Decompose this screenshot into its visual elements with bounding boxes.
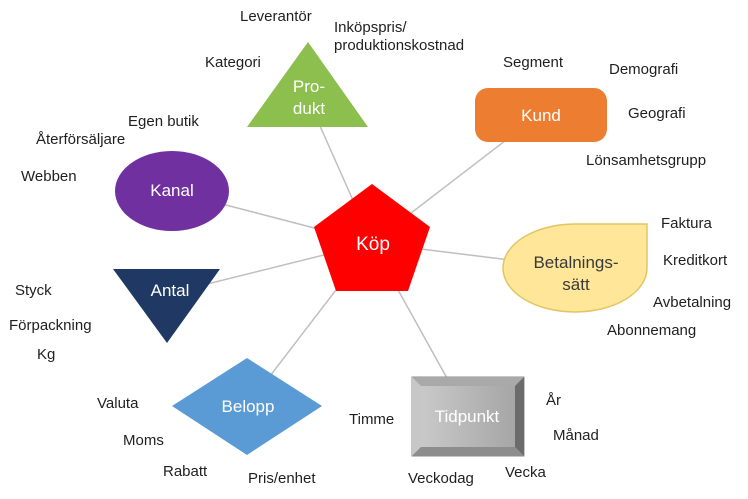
label-faktura: Faktura (661, 215, 712, 232)
label-rabatt: Rabatt (163, 463, 208, 480)
label-moms: Moms (123, 432, 164, 449)
tidpunkt-node-label: Tidpunkt (434, 407, 500, 426)
label-kategori: Kategori (205, 54, 261, 71)
kund-node-label: Kund (521, 106, 561, 125)
label-pris-enhet: Pris/enhet (248, 470, 316, 487)
betalningssatt-node-shape (502, 223, 648, 313)
label-lonsamhetsgrupp: Lönsamhetsgrupp (586, 152, 707, 169)
label-egen-butik: Egen butik (128, 113, 199, 130)
label-abonnemang: Abonnemang (607, 322, 697, 339)
produkt-node-label: Pro- dukt (292, 77, 326, 118)
label-vecka: Vecka (505, 464, 546, 481)
antal-node-label: Antal (150, 281, 190, 300)
kop-center-shape (314, 184, 430, 291)
betalningssatt-node-label: Betalnings- sätt (533, 253, 619, 294)
label-geografi: Geografi (628, 105, 686, 122)
produkt-node-shape (247, 42, 368, 127)
label-segment: Segment (503, 54, 564, 71)
tidpunkt-node-shape (411, 376, 525, 457)
label-webben: Webben (21, 168, 77, 185)
label-inkopspris-line1: Inköpspris/ (334, 19, 407, 36)
label-veckodag: Veckodag (408, 470, 474, 487)
kanal-node-shape (115, 151, 229, 231)
label-leverantor: Leverantör (240, 8, 312, 25)
label-avbetalning: Avbetalning (653, 294, 732, 311)
label-kreditkort: Kreditkort (663, 252, 728, 269)
label-ar: År (546, 392, 561, 409)
label-aterforsaljare: Återförsäljare (36, 131, 126, 148)
label-timme: Timme (349, 411, 395, 428)
label-styck: Styck (15, 282, 52, 299)
kund-node-shape (475, 88, 607, 142)
label-forpackning: Förpackning (9, 317, 92, 334)
label-demografi: Demografi (609, 61, 679, 78)
label-kg: Kg (37, 346, 56, 363)
belopp-node-shape (172, 358, 322, 455)
kanal-node-label: Kanal (150, 181, 194, 200)
label-valuta: Valuta (97, 395, 139, 412)
belopp-node-label: Belopp (221, 397, 275, 416)
kop-center-label: Köp (356, 234, 390, 255)
label-manad: Månad (553, 427, 599, 444)
label-inkopspris-line2: produktionskostnad (334, 37, 465, 54)
antal-node-shape (113, 269, 220, 343)
